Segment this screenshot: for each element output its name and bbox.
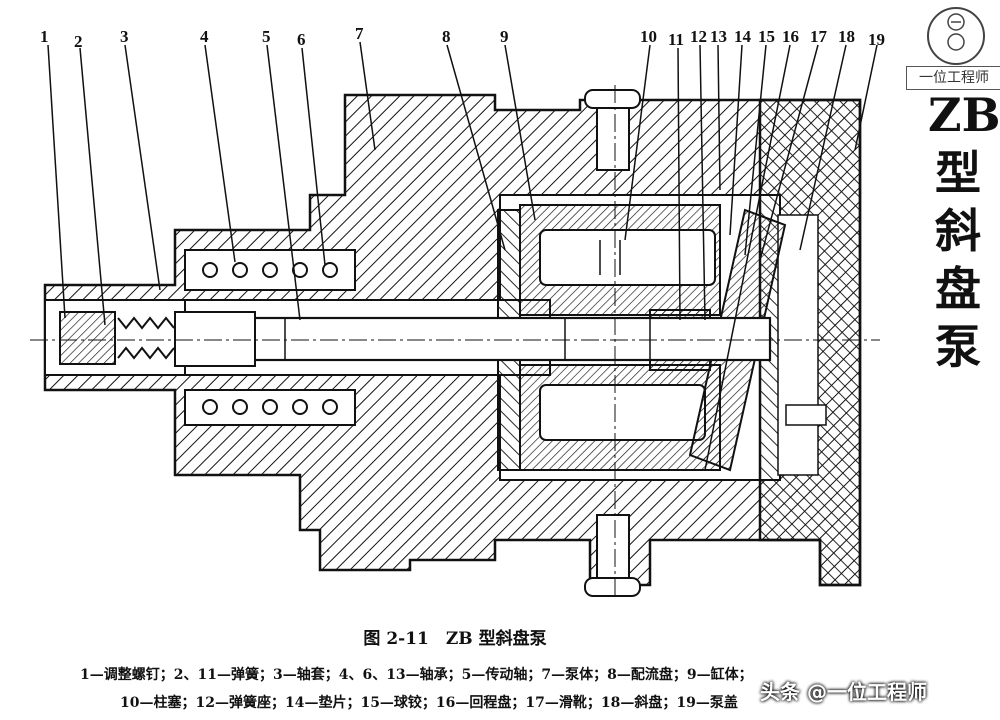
part-number: 18 [838, 27, 855, 46]
part-number: 13 [710, 27, 727, 46]
part-number: 17 [810, 27, 828, 46]
title-char: 型 [935, 146, 981, 200]
part-number: 1 [40, 27, 49, 46]
cylinder-block [519, 204, 721, 471]
parts-legend-line-1: 1—调整螺钉；2、11—弹簧；3—轴套；4、6、13—轴承；5—传动轴；7—泵体… [80, 667, 753, 683]
part-number: 8 [442, 27, 451, 46]
logo-icon [927, 7, 985, 65]
part-number: 2 [74, 32, 83, 51]
parts-legend-line-2: 10—柱塞；12—弹簧座；14—垫片；15—球铰；16—回程盘；17—滑靴；18… [120, 695, 738, 711]
title-char: 泵 [935, 320, 981, 374]
watermark: 头条 @一位工程师 [760, 680, 927, 704]
part-callouts [47, 41, 878, 471]
part-number: 3 [120, 27, 129, 46]
figure-caption: 图 2-11 ZB 型斜盘泵 [363, 629, 547, 649]
part-number-labels: 1 2 3 4 5 6 7 8 9 10 11 12 13 14 15 16 1… [40, 24, 885, 51]
top-bolt [584, 89, 641, 171]
part-number: 14 [734, 27, 752, 46]
part-number: 15 [758, 27, 775, 46]
part-number: 7 [355, 24, 364, 43]
adjusting-screw [59, 311, 175, 365]
pump-cover [758, 98, 862, 587]
part-number: 4 [200, 27, 209, 46]
piston-lower [539, 384, 706, 441]
part-number: 10 [640, 27, 657, 46]
part-number: 11 [668, 30, 684, 49]
part-number: 12 [690, 27, 707, 46]
part-number: 16 [782, 27, 799, 46]
logo-text: 一位工程师 [906, 66, 1000, 90]
part-number: 19 [868, 30, 885, 49]
part-number: 9 [500, 27, 509, 46]
part-number: 5 [262, 27, 271, 46]
title-char: ZB [928, 88, 1000, 142]
drive-shaft [174, 311, 772, 367]
piston-upper [539, 229, 716, 286]
bottom-bolt [584, 514, 641, 597]
vertical-title: ZB 型 斜 盘 泵 [928, 86, 1000, 376]
title-char: 斜 [935, 204, 981, 258]
title-char: 盘 [935, 262, 981, 316]
part-number: 6 [297, 30, 306, 49]
